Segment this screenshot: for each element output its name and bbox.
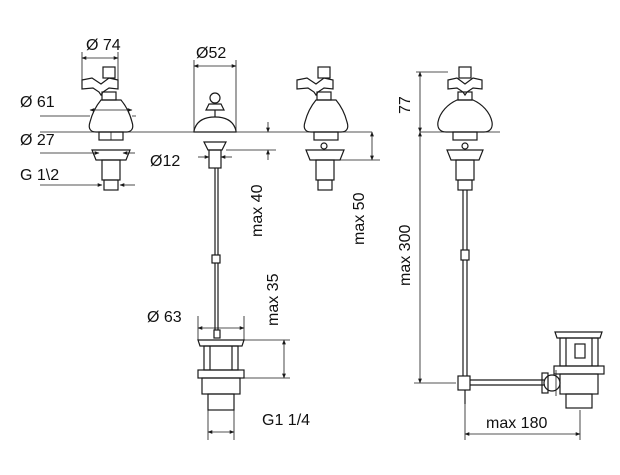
label-max-35: max 35 (265, 273, 282, 326)
label-diameter-61: Ø 61 (20, 94, 55, 111)
label-max-50: max 50 (351, 192, 368, 245)
label-max-180: max 180 (486, 415, 547, 432)
label-thread-g114: G1 1/4 (262, 412, 310, 429)
label-diameter-12: Ø12 (150, 153, 180, 170)
label-height-77: 77 (397, 96, 414, 114)
label-thread-g12: G 1\2 (20, 167, 59, 184)
dimension-lines (40, 52, 581, 440)
left-tap (81, 66, 134, 191)
right-tap (296, 66, 349, 191)
label-diameter-63: Ø 63 (147, 309, 182, 326)
label-max-300: max 300 (397, 225, 414, 286)
side-view-tap (437, 66, 545, 404)
label-max-40: max 40 (249, 184, 266, 237)
label-diameter-74: Ø 74 (86, 37, 121, 54)
label-diameter-27: Ø 27 (20, 132, 55, 149)
label-diameter-52: Ø52 (196, 45, 226, 62)
centre-spout (193, 92, 237, 330)
left-waste (197, 329, 245, 411)
side-view-waste (541, 331, 605, 409)
